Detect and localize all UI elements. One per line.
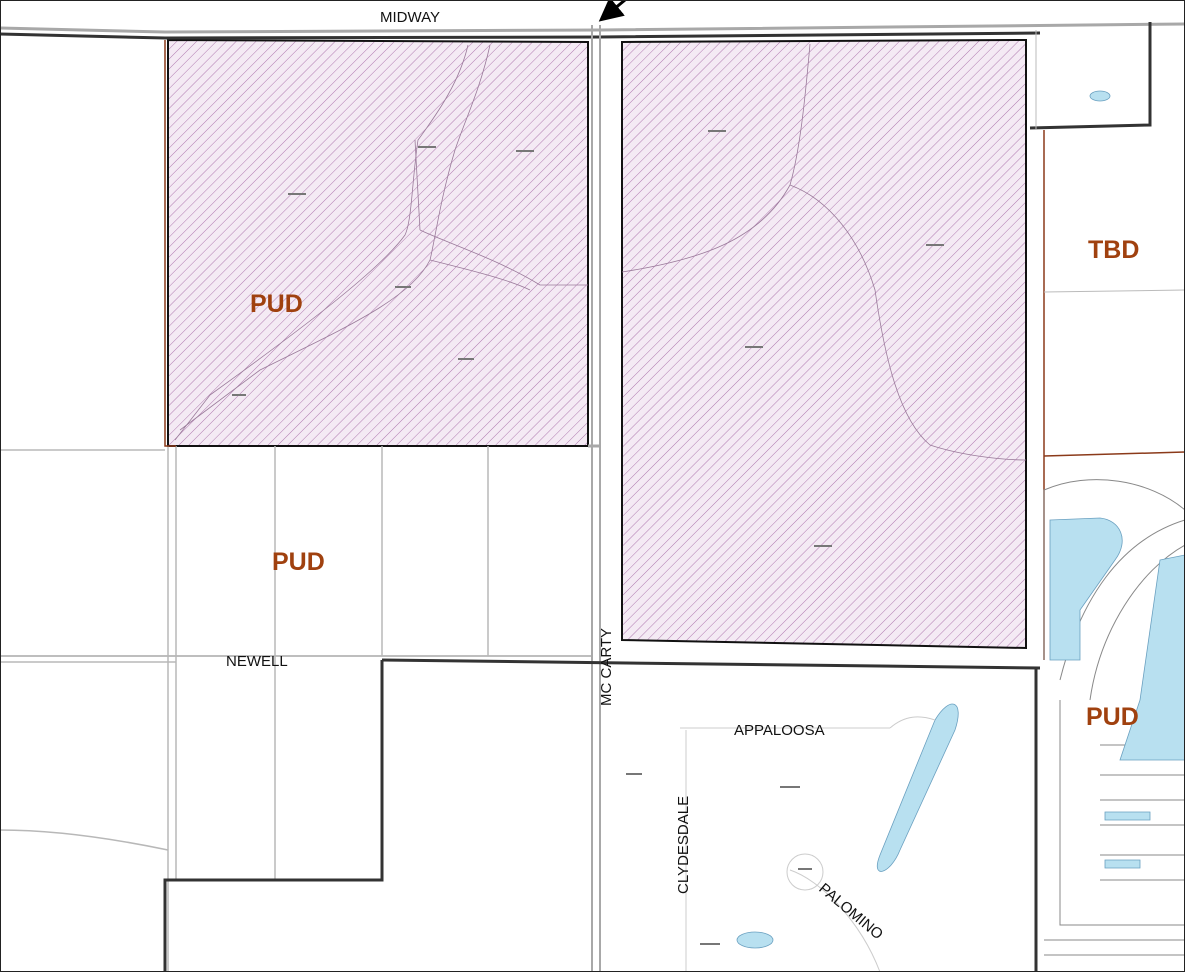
tiny-tract-marks [232,130,944,945]
road-label-clydesdale: CLYDESDALE [675,796,692,894]
zone-label-pud-southeast: PUD [1086,703,1139,731]
water-bodies [736,90,1185,949]
road-mc-carty [591,25,601,972]
arrow-pointer-icon [598,0,626,22]
subject-parcel-northwest [167,38,589,447]
south-center-features [680,716,936,972]
east-parcel-lines [1035,30,1185,293]
west-parcel-grid [0,444,600,972]
subject-parcel-northeast [621,38,1027,650]
zone-label-pud-northwest: PUD [250,290,303,318]
zone-label-pud-west: PUD [272,548,325,576]
dark-boundary-lines [163,22,1152,972]
road-label-newell: NEWELL [226,653,288,670]
zone-label-tbd-east: TBD [1088,236,1139,264]
road-label-appaloosa: APPALOOSA [734,722,825,739]
road-midway [0,22,1185,40]
road-label-midway: MIDWAY [380,9,440,26]
road-label-mc-carty: MC CARTY [598,628,615,706]
